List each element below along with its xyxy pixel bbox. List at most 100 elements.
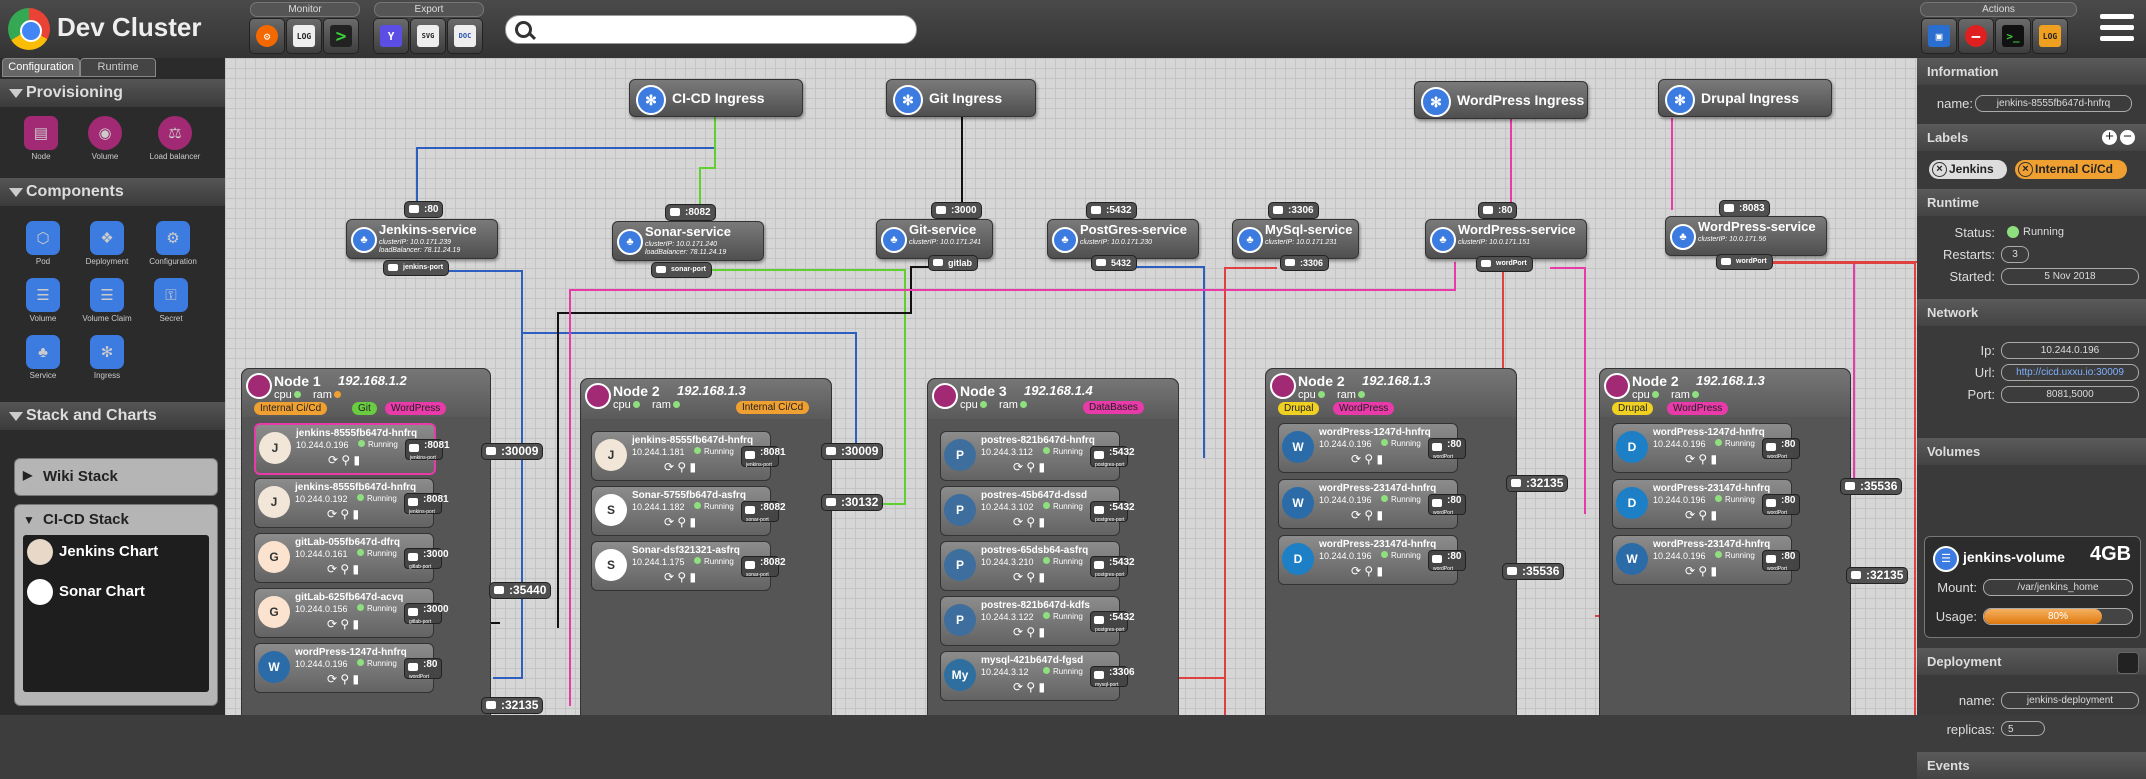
tab-runtime[interactable]: Runtime bbox=[80, 58, 156, 77]
service-port[interactable]: :80 bbox=[1478, 202, 1518, 219]
logs-button[interactable]: LOG bbox=[286, 18, 322, 54]
refresh-icon[interactable]: ⟳ bbox=[1013, 515, 1024, 529]
wrench-icon[interactable]: ⚲ bbox=[1698, 564, 1708, 578]
network-header[interactable]: Network bbox=[1917, 299, 2146, 326]
svg-export-button[interactable]: SVG bbox=[410, 18, 446, 54]
wrench-icon[interactable]: ⚲ bbox=[1026, 460, 1036, 474]
node-tag[interactable]: Drupal bbox=[1278, 402, 1320, 415]
refresh-icon[interactable]: ⟳ bbox=[1685, 508, 1696, 522]
refresh-icon[interactable]: ⟳ bbox=[664, 460, 675, 474]
tab-configuration[interactable]: Configuration bbox=[2, 58, 80, 77]
add-label-icon[interactable]: + bbox=[2102, 129, 2117, 145]
runtime-header[interactable]: Runtime bbox=[1917, 189, 2146, 216]
storage-icon[interactable]: ▮ bbox=[352, 617, 360, 631]
service-subport[interactable]: wordPort bbox=[1476, 256, 1533, 272]
node-tag[interactable]: DataBases bbox=[1083, 401, 1144, 414]
volume-card[interactable]: ☰ jenkins-volume 4GB Mount: /var/jenkins… bbox=[1924, 536, 2141, 638]
storage-icon[interactable]: ▮ bbox=[1038, 625, 1046, 639]
wrench-icon[interactable]: ⚲ bbox=[340, 672, 350, 686]
deployment-header[interactable]: Deployment bbox=[1917, 648, 2146, 675]
doc-export-button[interactable]: DOC bbox=[447, 18, 483, 54]
wrench-icon[interactable]: ⚲ bbox=[1026, 570, 1036, 584]
node-tag[interactable]: Internal Ci/Cd bbox=[254, 402, 328, 415]
console-button[interactable]: >_ bbox=[1995, 18, 2031, 54]
service-port[interactable]: :5432 bbox=[1086, 202, 1137, 219]
palette-ingress[interactable]: ✻Ingress bbox=[76, 335, 138, 380]
service-subport[interactable]: 5432 bbox=[1091, 255, 1138, 271]
palette-configuration[interactable]: ⚙Configuration bbox=[142, 221, 204, 266]
storage-icon[interactable]: ▮ bbox=[1038, 680, 1046, 694]
wrench-icon[interactable]: ⚲ bbox=[1698, 452, 1708, 466]
diagram-canvas[interactable]: ✻CI-CD Ingress ✻Git Ingress ✻WordPress I… bbox=[225, 58, 1917, 715]
palette-node[interactable]: ▤Node bbox=[10, 116, 72, 161]
storage-icon[interactable]: ▮ bbox=[1376, 452, 1384, 466]
provisioning-header[interactable]: Provisioning bbox=[0, 79, 225, 107]
node-panel-5[interactable]: Node 2 192.168.1.3 cpu ram Drupal WordPr… bbox=[1599, 368, 1851, 715]
wrench-icon[interactable]: ⚲ bbox=[1026, 625, 1036, 639]
service-port[interactable]: :80 bbox=[404, 201, 444, 218]
node-tag[interactable]: Git bbox=[352, 402, 377, 415]
palette-pod[interactable]: ⬡Pod bbox=[12, 221, 74, 266]
wiki-stack[interactable]: ▶ Wiki Stack bbox=[14, 458, 218, 496]
stack-and-charts-header[interactable]: Stack and Charts bbox=[0, 402, 225, 430]
wrench-icon[interactable]: ⚲ bbox=[340, 507, 350, 521]
node-port[interactable]: :32135 bbox=[1846, 567, 1909, 584]
refresh-icon[interactable]: ⟳ bbox=[1685, 564, 1696, 578]
node-tag[interactable]: Drupal bbox=[1612, 402, 1654, 415]
storage-icon[interactable]: ▮ bbox=[1038, 570, 1046, 584]
storage-icon[interactable]: ▮ bbox=[1376, 508, 1384, 522]
node-port[interactable]: :32135 bbox=[481, 697, 544, 714]
ingress-cicd[interactable]: ✻CI-CD Ingress bbox=[629, 79, 803, 117]
wrench-icon[interactable]: ⚲ bbox=[1364, 508, 1374, 522]
palette-load-balancer[interactable]: ⚖Load balancer bbox=[144, 116, 206, 161]
deployment-name-value[interactable]: jenkins-deployment bbox=[2001, 692, 2139, 709]
storage-icon[interactable]: ▮ bbox=[352, 507, 360, 521]
storage-icon[interactable]: ▮ bbox=[689, 460, 697, 474]
storage-icon[interactable]: ▮ bbox=[352, 672, 360, 686]
storage-icon[interactable]: ▮ bbox=[1376, 564, 1384, 578]
save-button[interactable]: ▣ bbox=[1921, 18, 1957, 54]
label-chip[interactable]: Jenkins bbox=[1929, 160, 2007, 179]
storage-icon[interactable]: ▮ bbox=[1710, 564, 1718, 578]
components-header[interactable]: Components bbox=[0, 178, 225, 206]
wrench-icon[interactable]: ⚲ bbox=[340, 562, 350, 576]
information-header[interactable]: Information bbox=[1917, 58, 2146, 85]
node-tag[interactable]: WordPress bbox=[1333, 402, 1395, 415]
wrench-icon[interactable]: ⚲ bbox=[1698, 508, 1708, 522]
wrench-icon[interactable]: ⚲ bbox=[677, 570, 687, 584]
chart-item-sonar[interactable]: Sonar Chart bbox=[59, 583, 145, 600]
service-port[interactable]: :8082 bbox=[665, 204, 716, 221]
events-header[interactable]: Events bbox=[1917, 752, 2146, 779]
replicas-stepper[interactable]: 5 bbox=[2001, 721, 2045, 736]
service-subport[interactable]: jenkins-port bbox=[383, 260, 450, 276]
ingress-wordpress[interactable]: ✻WordPress Ingress bbox=[1414, 81, 1588, 119]
palette-deployment[interactable]: ❖Deployment bbox=[76, 221, 138, 266]
wrench-icon[interactable]: ⚲ bbox=[1026, 515, 1036, 529]
service-subport[interactable]: gitlab bbox=[928, 255, 978, 271]
refresh-icon[interactable]: ⟳ bbox=[1013, 460, 1024, 474]
palette-service[interactable]: ♣Service bbox=[12, 335, 74, 380]
terraform-export-button[interactable]: Y bbox=[373, 18, 409, 54]
storage-icon[interactable]: ▮ bbox=[1710, 452, 1718, 466]
ingress-drupal[interactable]: ✻Drupal Ingress bbox=[1658, 79, 1832, 117]
